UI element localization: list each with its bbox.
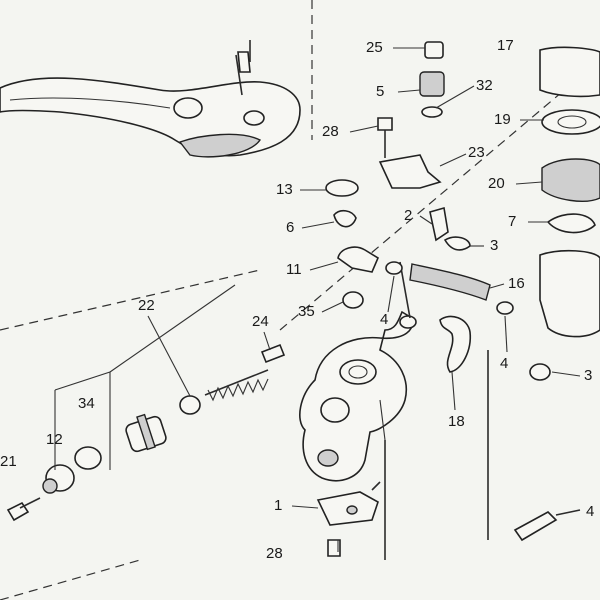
spring (204, 369, 269, 396)
leader-line (504, 315, 508, 353)
reservoir (496, 46, 600, 381)
brake-switch (316, 481, 381, 526)
callout-19: 19 (494, 111, 511, 128)
callout-28-bottom: 28 (266, 545, 283, 562)
leader-line (349, 125, 379, 133)
callout-1: 1 (274, 497, 283, 514)
leader-line (435, 85, 475, 109)
frame-dash (0, 269, 261, 331)
leader-line (147, 315, 191, 397)
callout-23: 23 (468, 144, 485, 161)
callout-2: 2 (404, 207, 413, 224)
leader-line (309, 261, 339, 271)
callout-3: 3 (490, 237, 499, 254)
callout-24: 24 (252, 313, 269, 330)
callout-35: 35 (298, 303, 315, 320)
leader-line (263, 331, 271, 351)
callout-32: 32 (476, 77, 493, 94)
callout-28: 28 (322, 123, 339, 140)
callout-21: 21 (0, 453, 17, 470)
callout-4-right: 4 (500, 355, 509, 372)
frame-dash (279, 59, 600, 331)
callout-25: 25 (366, 39, 383, 56)
leader-line (419, 215, 433, 225)
callout-18: 18 (448, 413, 465, 430)
clamp-holder (439, 315, 472, 373)
callout-16: 16 (508, 275, 525, 292)
callout-34: 34 (78, 395, 95, 412)
piston-assembly (6, 284, 286, 522)
leader-line (551, 371, 581, 377)
leader-line (397, 89, 421, 93)
bolt (327, 539, 341, 557)
callout-6: 6 (286, 219, 295, 236)
callout-12: 12 (46, 431, 63, 448)
leader-line (301, 221, 335, 229)
leader-line (555, 509, 581, 516)
brake-lever (0, 40, 301, 158)
leader-line (321, 301, 344, 313)
frame-dash (0, 559, 141, 600)
leader-line (451, 371, 456, 411)
bolt (513, 511, 558, 542)
leader-line (489, 283, 505, 289)
leader-line (387, 275, 395, 313)
callout-3-right: 3 (584, 367, 593, 384)
leader-line (439, 153, 467, 167)
callout-4-bottom: 4 (586, 503, 595, 520)
callout-20: 20 (488, 175, 505, 192)
callout-7: 7 (508, 213, 517, 230)
callout-5: 5 (376, 83, 385, 100)
leader-line (515, 181, 543, 185)
hose (409, 263, 491, 301)
callout-17: 17 (497, 37, 514, 54)
callout-13: 13 (276, 181, 293, 198)
master-cylinder-body (299, 310, 417, 482)
reservoir-cap-parts (325, 41, 471, 319)
leader-line (291, 505, 319, 509)
callout-11: 11 (286, 261, 302, 278)
callout-22: 22 (138, 297, 155, 314)
callout-4: 4 (380, 311, 389, 328)
